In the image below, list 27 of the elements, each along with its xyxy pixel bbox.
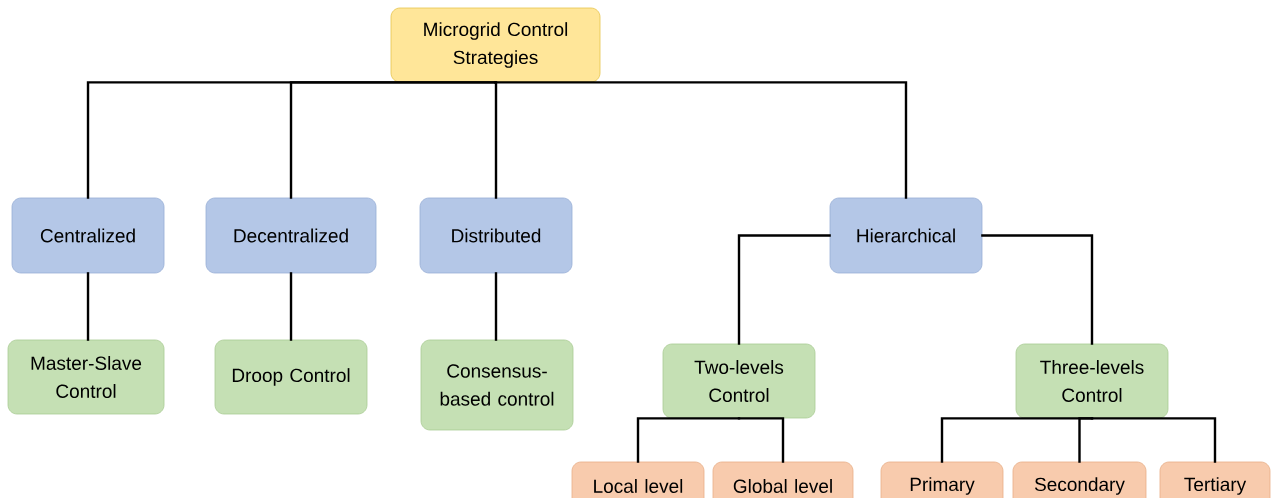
method-box: Two-levels Control [662,343,816,419]
connector-line [636,417,741,463]
category-box: Distributed [419,197,573,274]
connector-line [494,272,498,341]
connector-line [289,81,497,199]
method-box: Consensus-based control [420,339,574,431]
connector-line [494,81,498,199]
connector-line [86,272,90,341]
category-box: Hierarchical [829,197,983,274]
connector-line [1078,417,1094,463]
connector-line [981,234,1094,345]
level-box: Global level [712,461,854,498]
category-box: Centralized [11,197,165,274]
method-box: Master-Slave Control [7,339,165,415]
method-box: Droop Control [214,339,368,415]
level-box: Tertiary [1159,461,1271,498]
level-box: Primary [880,461,1004,498]
connector-line [737,417,785,463]
connector-line [494,81,908,199]
level-box: Secondary [1012,461,1147,498]
connector-line [289,272,293,341]
connector-line [737,234,831,345]
root-box: Microgrid Control Strategies [390,7,601,83]
level-box: Local level [571,461,705,498]
connector-line [1090,417,1217,463]
method-box: Three-levels Control [1015,343,1169,419]
category-box: Decentralized [205,197,377,274]
